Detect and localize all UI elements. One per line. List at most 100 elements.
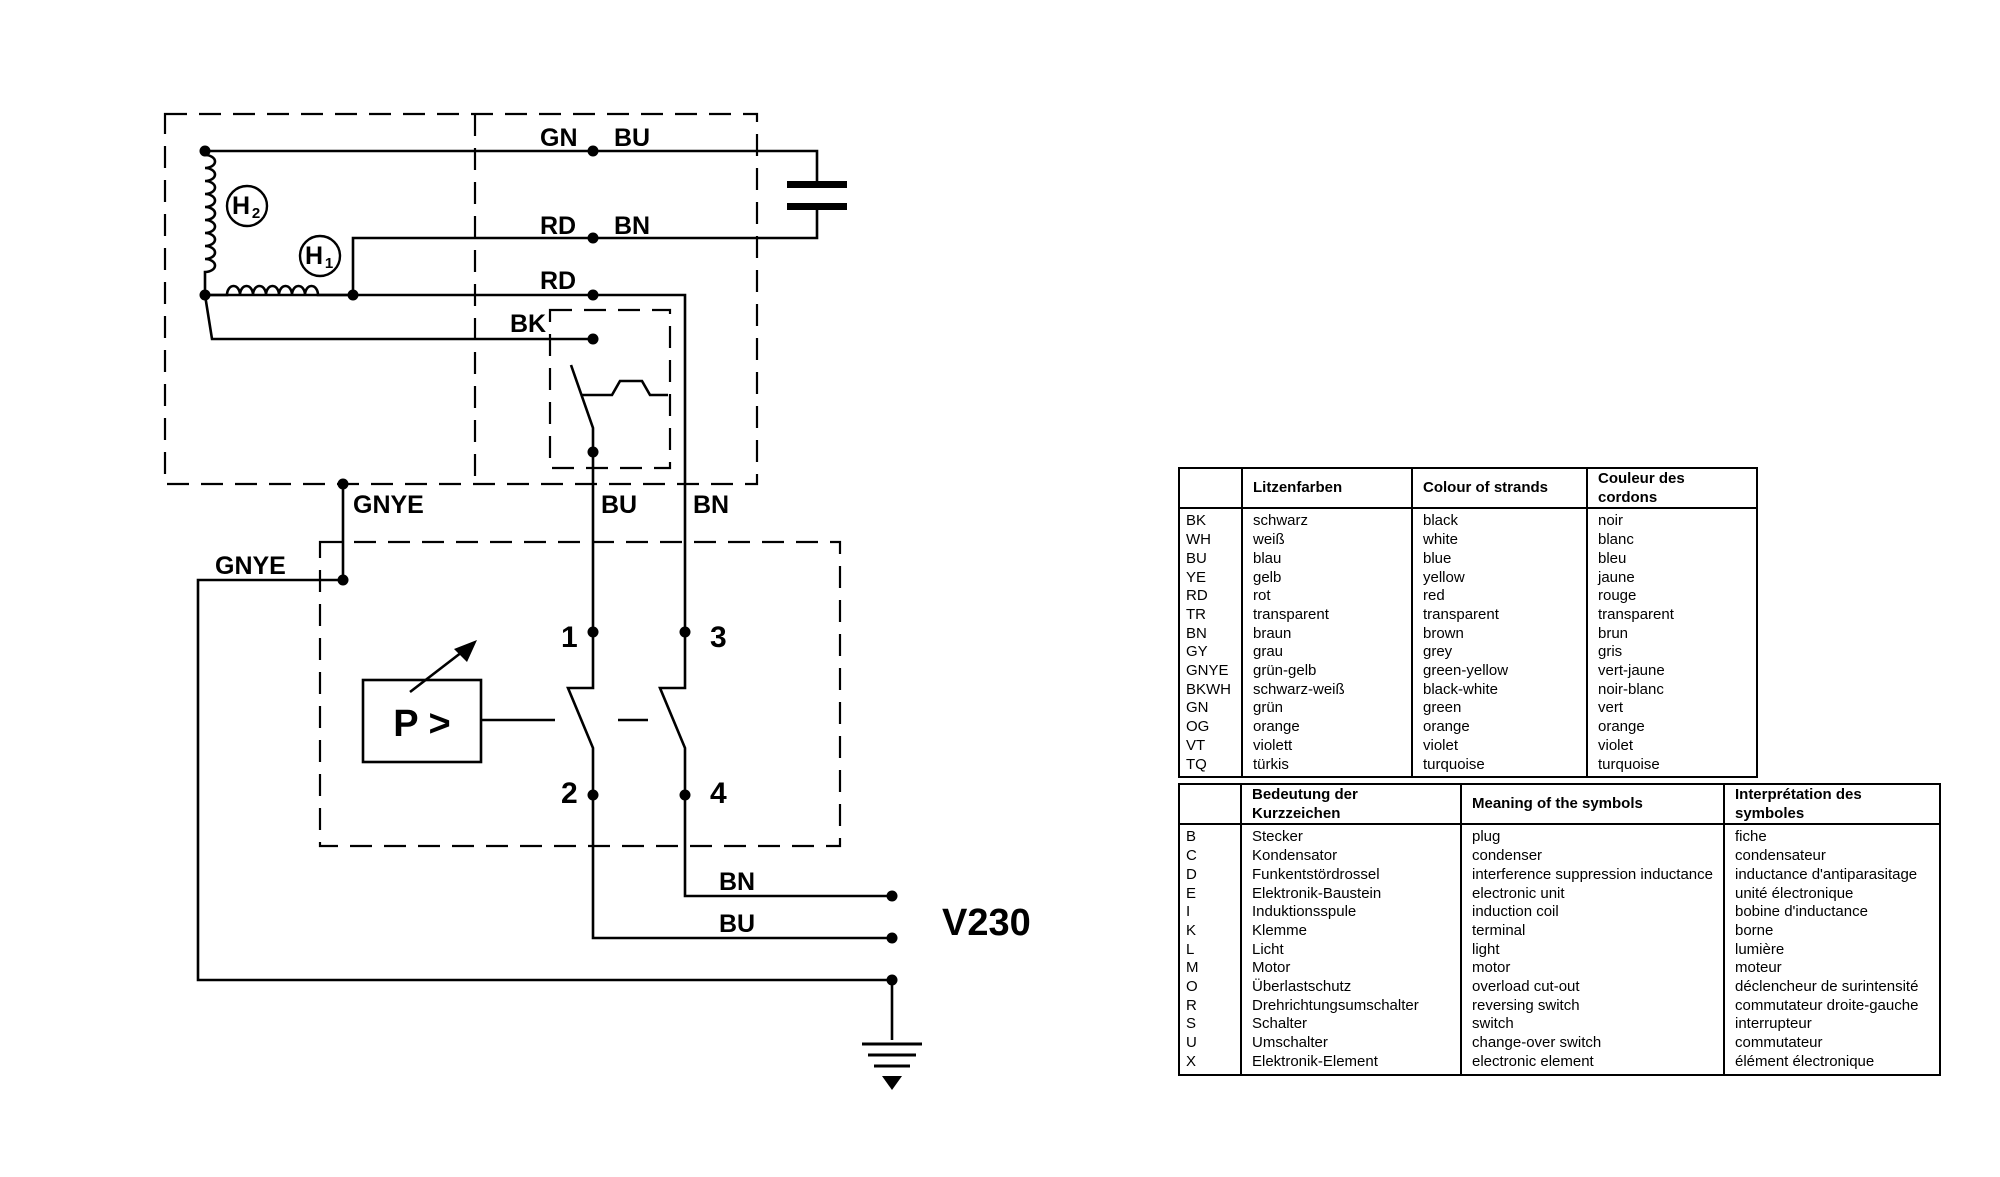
terminal-2: 2 (561, 777, 578, 810)
capacitor (787, 181, 847, 210)
table-cell: vert-jaune (1586, 662, 1757, 681)
svg-text:H: H (305, 242, 323, 270)
table-cell: commutateur droite-gauche (1722, 996, 1940, 1016)
table-cell: R (1186, 996, 1197, 1014)
table-cell: blau (1241, 549, 1412, 569)
wire-bk (203, 294, 593, 341)
table-cell: orange (1411, 718, 1587, 737)
label-bn-top: BN (614, 212, 650, 240)
table-cell: Kondensator (1240, 847, 1461, 866)
label-bn-mid: BN (693, 491, 729, 519)
table-cell: C (1186, 847, 1197, 865)
table-cell: interference suppression inductance (1460, 865, 1724, 885)
contact-1-2 (566, 632, 595, 795)
table-cell: bobine d'inductance (1722, 903, 1940, 922)
table-cell: transparent (1411, 605, 1587, 625)
column-header: Couleur des cordons (1586, 468, 1757, 510)
label-bk: BK (510, 310, 546, 338)
table-cell: switch (1460, 1015, 1724, 1035)
wire-gnye-lower (196, 578, 892, 982)
table-cell: TR (1186, 605, 1206, 623)
label-bu-top: BU (614, 124, 650, 152)
table-cell: light (1460, 940, 1724, 960)
table-cell: YE (1186, 568, 1207, 586)
table-cell: violet (1411, 736, 1587, 756)
table-cell: bleu (1586, 549, 1757, 569)
table-cell: blanc (1586, 531, 1757, 550)
svg-text:1: 1 (325, 255, 333, 272)
table-cell: change-over switch (1460, 1034, 1724, 1053)
table-cell: D (1186, 865, 1197, 883)
column-header (1179, 468, 1242, 510)
table-cell: Funkentstördrossel (1240, 865, 1461, 885)
table-cell: Licht (1240, 940, 1461, 960)
table-cell: Stecker (1240, 824, 1461, 848)
table-cell: transparent (1241, 605, 1412, 625)
table-cell: transparent (1586, 605, 1757, 625)
table-cell: L (1186, 940, 1195, 958)
table-cell: violet (1586, 736, 1757, 756)
table-cell: plug (1460, 824, 1724, 848)
table-cell: motor (1460, 959, 1724, 979)
table-cell: grey (1411, 643, 1587, 663)
column-header: Bedeutung der Kurzzeichen (1240, 784, 1461, 826)
motor-enclosure (163, 112, 759, 486)
table-cell: condenser (1460, 847, 1724, 866)
terminal-3: 3 (710, 621, 727, 654)
enclosures (163, 112, 842, 848)
label-gnye-upper: GNYE (353, 491, 424, 519)
table-cell: Motor (1240, 959, 1461, 979)
pressure-switch-label: P > (393, 703, 450, 745)
table-cell: green-yellow (1411, 662, 1587, 681)
h2-coil (203, 151, 217, 295)
table-cell: red (1411, 587, 1587, 606)
overload-contact (569, 364, 595, 452)
table-cell: E (1186, 884, 1197, 902)
terminal-4: 4 (710, 777, 727, 810)
table-cell: moteur (1722, 959, 1940, 979)
wire-rd-bn (351, 208, 819, 295)
terminal-1: 1 (561, 621, 578, 654)
table-cell: Elektronik-Baustein (1240, 884, 1461, 904)
table-cell: RD (1186, 587, 1208, 605)
table-cell: vert (1586, 699, 1757, 719)
table-cell: BN (1186, 624, 1207, 642)
table-cell: unité électronique (1722, 884, 1940, 904)
h1-coil (205, 284, 353, 297)
table-cell: lumière (1722, 940, 1940, 960)
label-gnye-lower: GNYE (215, 552, 286, 580)
table-cell: interrupteur (1722, 1015, 1940, 1035)
wire-bu-out (591, 795, 892, 940)
table-cell: Drehrichtungsumschalter (1240, 996, 1461, 1016)
table-cell: B (1186, 828, 1197, 846)
table-cell: black (1411, 508, 1587, 532)
pressure-switch: P > (361, 640, 483, 764)
table-cell: I (1186, 903, 1191, 921)
table-cell: condensateur (1722, 847, 1940, 866)
wire-gn-bu (205, 149, 819, 183)
table-cell: grau (1241, 643, 1412, 663)
table-cell: braun (1241, 624, 1412, 644)
h2-label: H 2 (225, 184, 269, 228)
table-cell: GN (1186, 699, 1209, 717)
table-cell: VT (1186, 736, 1206, 754)
table-cell: fiche (1722, 824, 1940, 848)
table-cell: BK (1186, 512, 1207, 530)
column-header: Interprétation des symboles (1722, 784, 1940, 826)
table-cell: gelb (1241, 568, 1412, 588)
table-cell: turquoise (1586, 755, 1757, 778)
